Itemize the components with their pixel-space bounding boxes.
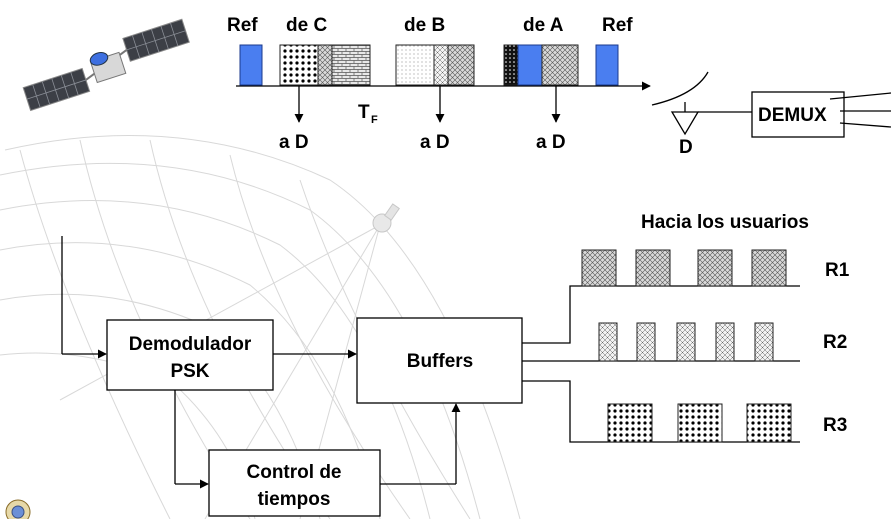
r1-packet-3: [697, 249, 733, 287]
burst-a-1: [503, 44, 519, 86]
label-de-b: de B: [404, 15, 445, 36]
label-de-c: de C: [286, 15, 327, 36]
label-ref-right: Ref: [602, 15, 633, 36]
demux-block: DEMUX: [751, 91, 891, 138]
control-label-1: Control de: [247, 462, 342, 483]
label-de-a: de A: [523, 15, 564, 36]
satellite-icon: [22, 18, 190, 112]
burst-c-2: [317, 44, 333, 86]
antenna-beam-curve: [651, 71, 709, 106]
ref-burst-left: [239, 44, 263, 86]
user-outputs: Hacia los usuarios R1 R2 R3: [522, 212, 850, 443]
label-r2: R2: [823, 332, 847, 353]
label-tf: T: [358, 102, 370, 123]
r3-packet-1: [607, 403, 653, 443]
burst-b-2: [433, 44, 449, 86]
label-r1: R1: [825, 260, 850, 281]
burst-a-2: [517, 44, 543, 86]
buffers-block: [356, 317, 523, 404]
burst-a-3: [541, 44, 579, 86]
burst-b-1: [395, 44, 435, 86]
r1-packet-4: [751, 249, 787, 287]
burst-c-1: [279, 44, 319, 86]
receiver-antenna: D: [651, 71, 752, 158]
demodulator-label-1: Demodulador: [129, 334, 252, 355]
burst-b-3: [447, 44, 475, 86]
outputs-header: Hacia los usuarios: [641, 212, 809, 233]
processing-chain: Demodulador PSK Buffers Control de tiemp…: [61, 236, 523, 517]
r1-packet-1: [581, 249, 617, 287]
control-label-2: tiempos: [258, 489, 331, 510]
label-tf-subscript: F: [371, 114, 378, 126]
buffers-label: Buffers: [407, 351, 474, 372]
label-a-d-1: a D: [279, 132, 309, 153]
tdma-frame: Ref de C de B de A Ref T F a D a D a D: [227, 15, 651, 153]
r1-packet-2: [635, 249, 671, 287]
label-r3: R3: [823, 415, 847, 436]
demodulator-label-2: PSK: [170, 361, 209, 382]
label-antenna-d: D: [679, 137, 693, 158]
r2-packet-5: [754, 322, 774, 362]
antenna-triangle-icon: [670, 111, 700, 136]
label-a-d-3: a D: [536, 132, 566, 153]
control-tiempos-block: [208, 449, 381, 517]
label-a-d-2: a D: [420, 132, 450, 153]
output-line-r1: [522, 285, 800, 344]
r3-packet-3: [746, 403, 792, 443]
label-ref-left: Ref: [227, 15, 258, 36]
demux-label: DEMUX: [758, 105, 827, 126]
emblem-logo: [5, 499, 31, 519]
ref-burst-right: [595, 44, 619, 86]
r2-packet-2: [636, 322, 656, 362]
r2-packet-4: [715, 322, 735, 362]
burst-c-3: [331, 44, 371, 86]
r2-packet-3: [676, 322, 696, 362]
demodulator-block: [106, 319, 274, 391]
r3-packet-2: [677, 403, 723, 443]
r2-packet-1: [598, 322, 618, 362]
